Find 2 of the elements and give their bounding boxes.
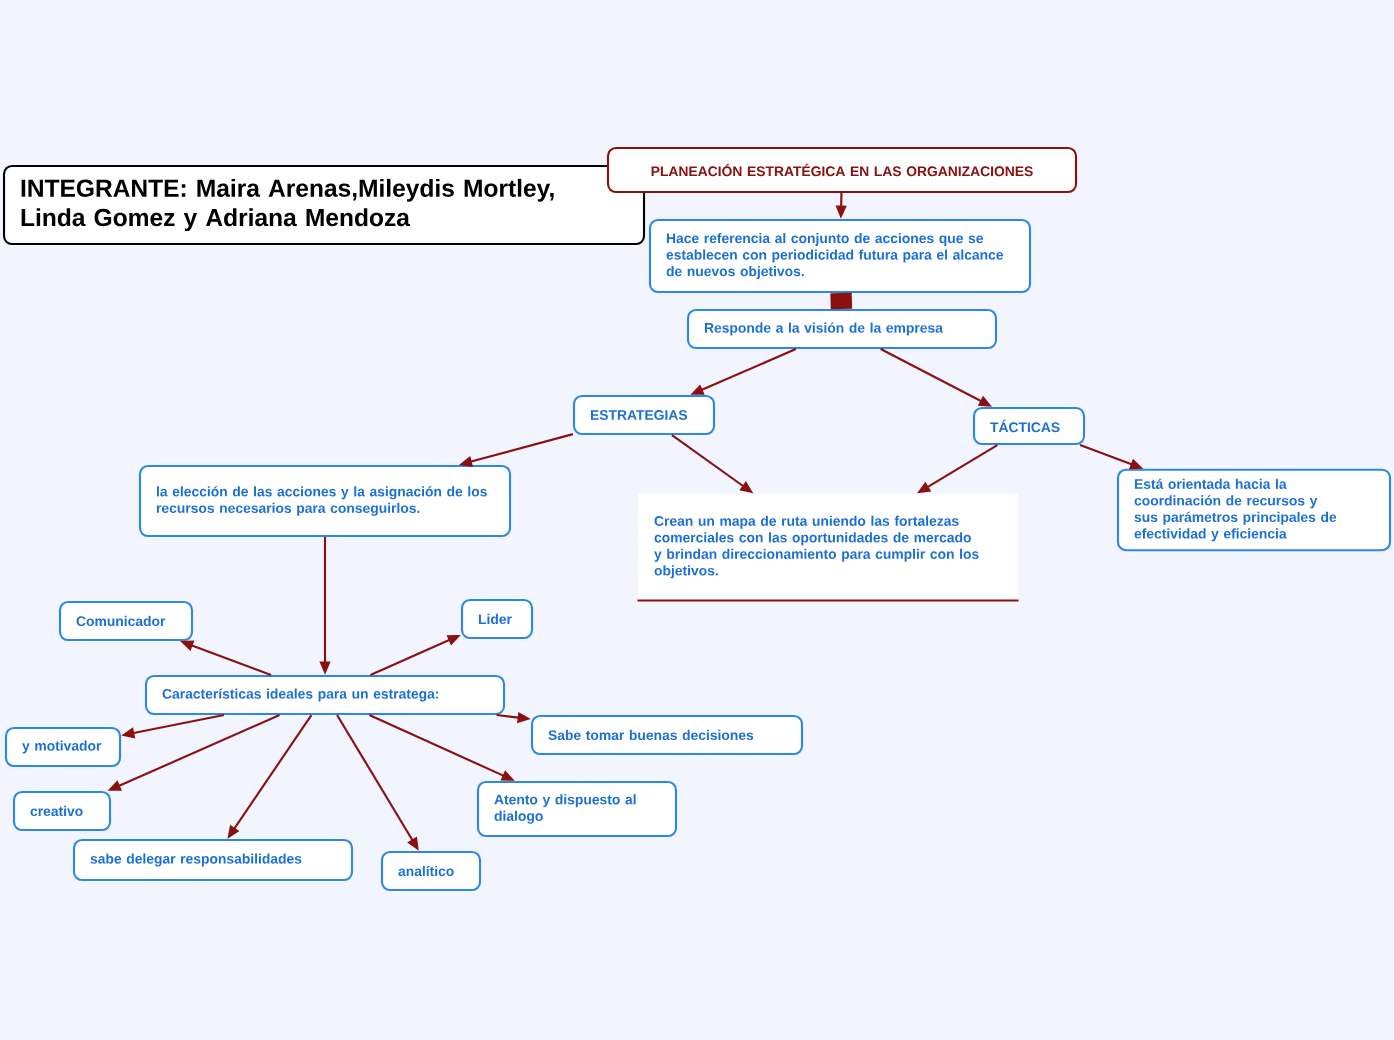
title-box: INTEGRANTE: Maira Arenas,Mileydis Mortley, Linda Gomez y Adriana Mendoza xyxy=(2,164,646,246)
connector-block xyxy=(830,292,853,310)
